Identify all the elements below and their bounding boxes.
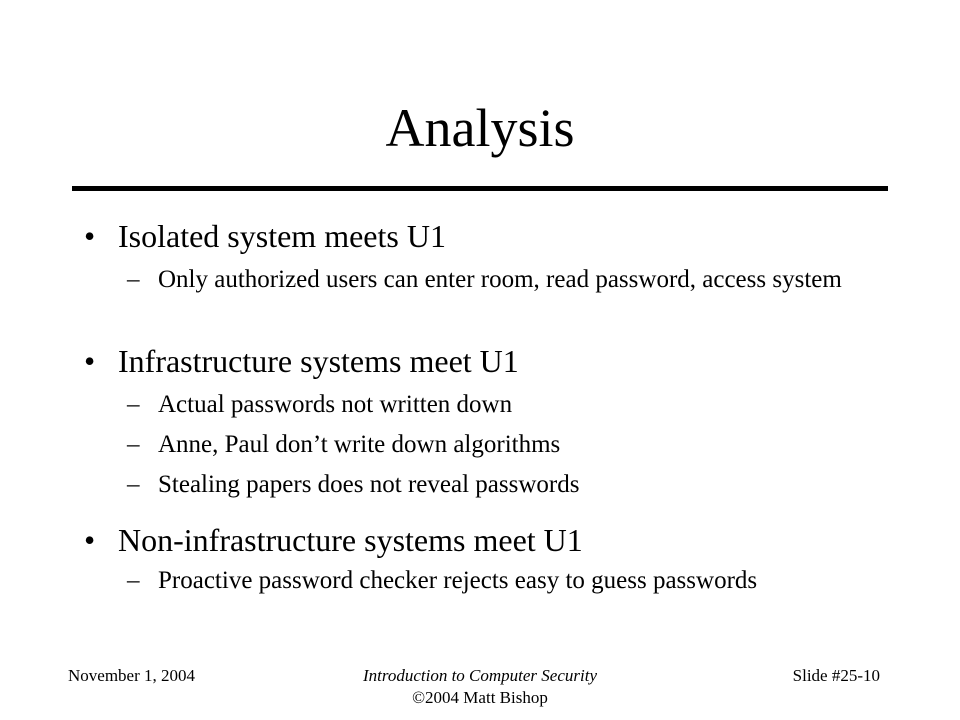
footer-date: November 1, 2004 bbox=[68, 666, 196, 685]
title-underline bbox=[72, 186, 888, 191]
footer-course-title: Introduction to Computer Security bbox=[362, 666, 598, 685]
footer-copyright: ©2004 Matt Bishop bbox=[412, 688, 548, 707]
sub-bullet-text: Stealing papers does not reveal password… bbox=[158, 471, 580, 498]
bullet-text: Infrastructure systems meet U1 bbox=[118, 343, 519, 379]
sub-bullet-dash: – bbox=[127, 431, 140, 458]
sub-bullet-text: Only authorized users can enter room, re… bbox=[158, 266, 842, 293]
bullet-dot: • bbox=[84, 218, 96, 254]
sub-bullet-dash: – bbox=[127, 567, 140, 594]
footer-slide-number: Slide #25-10 bbox=[792, 666, 880, 685]
bullet-dot: • bbox=[84, 343, 96, 379]
footer-center: Introduction to Computer Security ©2004 … bbox=[280, 665, 680, 709]
bullet-text: Non-infrastructure systems meet U1 bbox=[118, 522, 583, 558]
bullet-text: Isolated system meets U1 bbox=[118, 218, 446, 254]
sub-bullet-text: Anne, Paul don’t write down algorithms bbox=[158, 431, 561, 458]
sub-bullet-dash: – bbox=[127, 471, 140, 498]
sub-bullet-dash: – bbox=[127, 266, 140, 293]
bullet-dot: • bbox=[84, 522, 96, 558]
sub-bullet-dash: – bbox=[127, 391, 140, 418]
sub-bullet-text: Proactive password checker rejects easy … bbox=[158, 567, 758, 594]
sub-bullet-text: Actual passwords not written down bbox=[158, 391, 513, 418]
slide-title: Analysis bbox=[385, 98, 575, 158]
